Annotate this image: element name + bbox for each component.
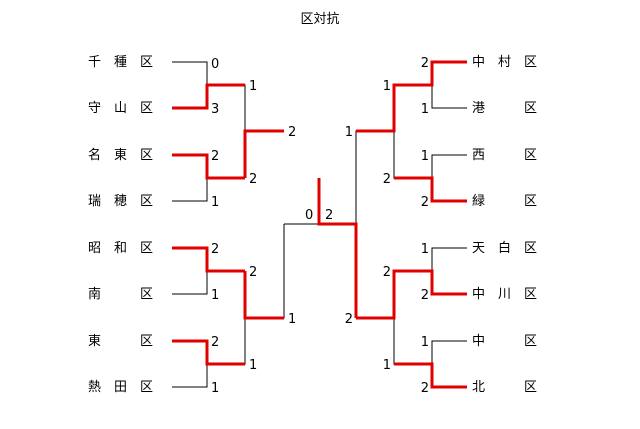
score-label: 2 bbox=[211, 149, 219, 164]
bracket-line bbox=[431, 154, 467, 178]
right-team-label: 港 区 bbox=[472, 101, 537, 116]
score-label: 1 bbox=[211, 381, 219, 396]
left-team-label: 南 区 bbox=[88, 286, 153, 302]
left-team-label: 守 山 区 bbox=[88, 101, 153, 116]
winner-line bbox=[172, 153, 245, 180]
right-team-labels: 中 村 区 港 区 西 区 緑 区 天 白 区 中 川 区 中 区 北 区 bbox=[472, 55, 537, 395]
bracket-line bbox=[172, 271, 208, 295]
right-team-label: 北 区 bbox=[472, 380, 537, 395]
left-team-label: 昭 和 区 bbox=[88, 241, 153, 256]
score-label: 2 bbox=[249, 172, 257, 187]
winner-line bbox=[172, 246, 245, 273]
winner-lines bbox=[172, 60, 467, 389]
bracket-title: 区対抗 bbox=[300, 12, 340, 27]
score-label: 1 bbox=[383, 79, 391, 94]
bracket-line bbox=[431, 247, 467, 271]
score-label: 2 bbox=[383, 172, 391, 187]
score-label: 2 bbox=[249, 265, 257, 280]
score-label: 1 bbox=[421, 242, 429, 257]
winner-line bbox=[172, 339, 245, 366]
score-label: 2 bbox=[211, 335, 219, 350]
winner-line bbox=[243, 271, 284, 320]
bracket-line bbox=[431, 85, 467, 109]
left-scores: 0 3 2 1 2 1 2 1 1 2 2 1 2 1 bbox=[211, 57, 296, 396]
final-score-right: 2 bbox=[325, 208, 333, 223]
winner-line bbox=[243, 129, 284, 178]
right-team-label: 中 村 区 bbox=[472, 55, 537, 70]
score-label: 1 bbox=[421, 335, 429, 350]
final-score-left: 0 bbox=[305, 208, 313, 223]
bracket-line bbox=[172, 61, 208, 85]
left-team-label: 瑞 穂 区 bbox=[88, 194, 153, 209]
right-team-label: 中 区 bbox=[472, 334, 537, 349]
right-team-label: 緑 区 bbox=[472, 194, 537, 209]
bracket-line bbox=[431, 340, 467, 364]
right-scores: 2 1 1 2 1 2 1 2 1 2 2 1 1 2 bbox=[345, 56, 429, 396]
score-label: 2 bbox=[383, 265, 391, 280]
left-team-label: 東 区 bbox=[88, 333, 153, 349]
winner-line bbox=[394, 362, 467, 389]
score-label: 2 bbox=[421, 56, 429, 71]
score-label: 1 bbox=[288, 312, 296, 327]
left-team-label: 名 東 区 bbox=[88, 147, 153, 163]
score-label: 1 bbox=[211, 195, 219, 210]
winner-line bbox=[394, 176, 467, 203]
score-label: 1 bbox=[421, 149, 429, 164]
score-label: 2 bbox=[211, 242, 219, 257]
bracket-line bbox=[172, 364, 208, 388]
winner-line bbox=[317, 178, 358, 318]
score-label: 1 bbox=[421, 102, 429, 117]
final-scores: 0 2 bbox=[305, 208, 333, 223]
score-label: 2 bbox=[421, 381, 429, 396]
left-team-labels: 千 種 区 守 山 区 名 東 区 瑞 穂 区 昭 和 区 南 区 東 区 熱 … bbox=[88, 54, 153, 395]
score-label: 3 bbox=[211, 102, 219, 117]
score-label: 1 bbox=[345, 125, 353, 140]
score-label: 1 bbox=[249, 358, 257, 373]
left-team-label: 千 種 区 bbox=[88, 54, 153, 70]
score-label: 2 bbox=[421, 288, 429, 303]
score-label: 1 bbox=[211, 288, 219, 303]
score-label: 2 bbox=[288, 125, 296, 140]
bracket-line bbox=[172, 178, 208, 202]
left-team-label: 熱 田 区 bbox=[88, 380, 153, 395]
winner-line bbox=[172, 83, 245, 110]
winner-line bbox=[356, 269, 467, 320]
right-team-label: 中 川 区 bbox=[472, 287, 537, 302]
winner-line bbox=[356, 60, 467, 133]
score-label: 0 bbox=[211, 57, 219, 72]
right-team-label: 西 区 bbox=[472, 148, 537, 163]
score-label: 2 bbox=[421, 195, 429, 210]
score-label: 1 bbox=[383, 358, 391, 373]
score-label: 1 bbox=[249, 79, 257, 94]
score-label: 2 bbox=[345, 312, 353, 327]
right-team-label: 天 白 区 bbox=[472, 240, 537, 256]
